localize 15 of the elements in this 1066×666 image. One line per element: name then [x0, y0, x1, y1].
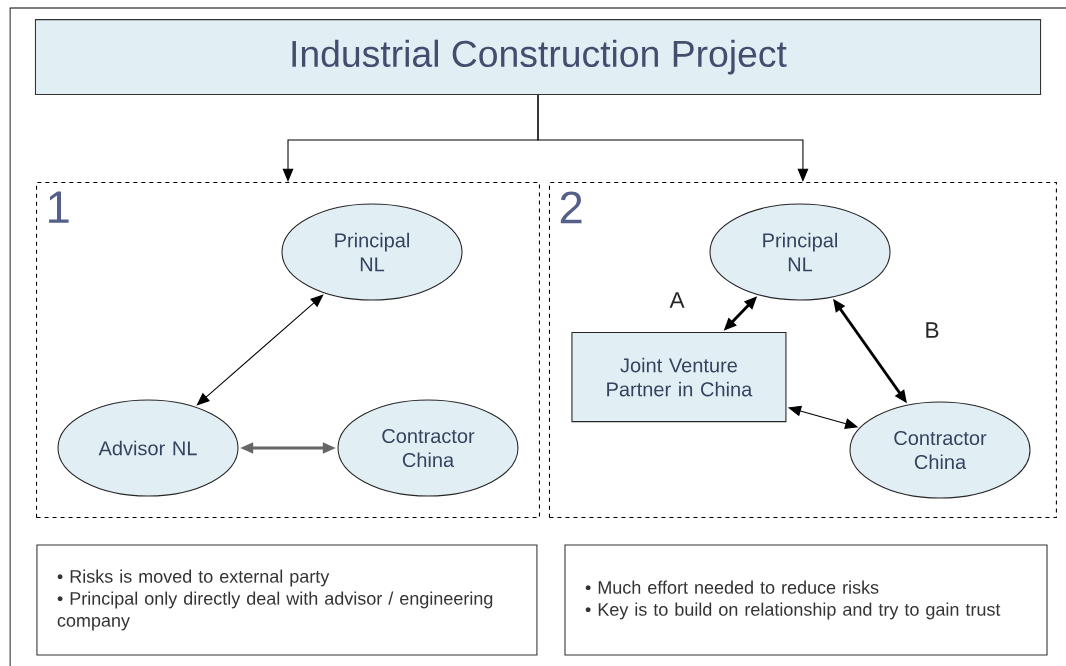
- ellipse-node: Contractor China: [337, 399, 519, 497]
- panel-number: 2: [560, 191, 582, 224]
- rectangle-node: Joint Venture Partner in China: [571, 332, 787, 423]
- ellipse-node: Principal NL: [281, 203, 463, 301]
- title-box: Industrial Construction Project: [34, 19, 1042, 96]
- arrow: [537, 94, 809, 182]
- bullet-list-box: • Risks is moved to external party • Principal only directly deal with advisor / engineering company: [36, 544, 538, 656]
- ellipse-node: Advisor NL: [57, 399, 239, 497]
- bullet-list-box: • Much effort needed to reduce risks • Key is to build on relationship and try to gain trust: [564, 544, 1048, 656]
- ellipse-node: Contractor China: [849, 401, 1031, 499]
- panel-number: 1: [49, 191, 69, 223]
- arrow: [196, 294, 324, 406]
- ellipse-node: Principal NL: [709, 203, 891, 301]
- edge-label: A: [668, 290, 686, 310]
- edge-label: B: [923, 320, 941, 340]
